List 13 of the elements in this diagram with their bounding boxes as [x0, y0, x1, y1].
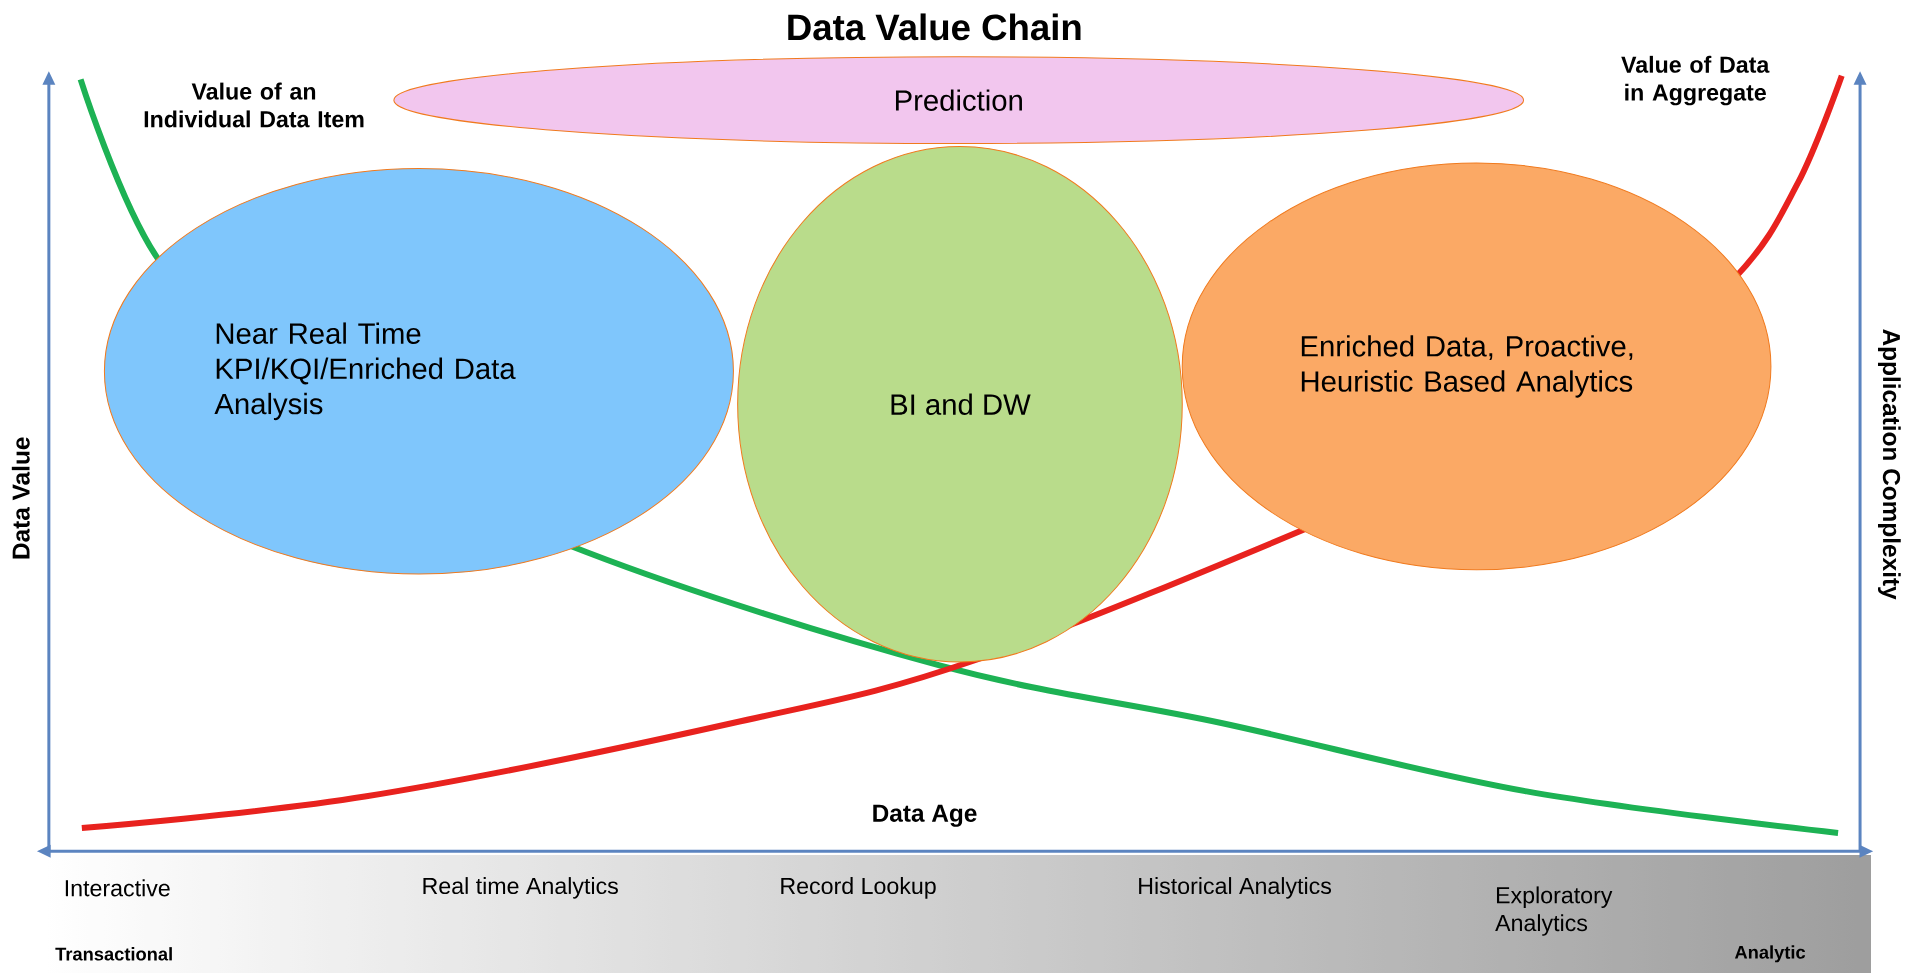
label: Data Age	[873, 804, 977, 827]
label: Value of an Individual Data Item	[144, 82, 364, 128]
label: Record Lookup	[781, 876, 936, 899]
label: Real time Analytics	[423, 876, 618, 899]
label: Analytic	[1734, 945, 1806, 963]
label: Exploratory Analytics	[1495, 886, 1613, 936]
label: Value of Data in Aggregate	[1621, 55, 1770, 106]
title: Data Value Chain	[788, 13, 1081, 41]
label: Historical Analytics	[1139, 876, 1332, 899]
label: Transactional	[55, 946, 172, 961]
label: Data Value	[11, 437, 30, 559]
label: Interactive	[65, 879, 170, 897]
label: Application Complexity	[1878, 328, 1901, 600]
